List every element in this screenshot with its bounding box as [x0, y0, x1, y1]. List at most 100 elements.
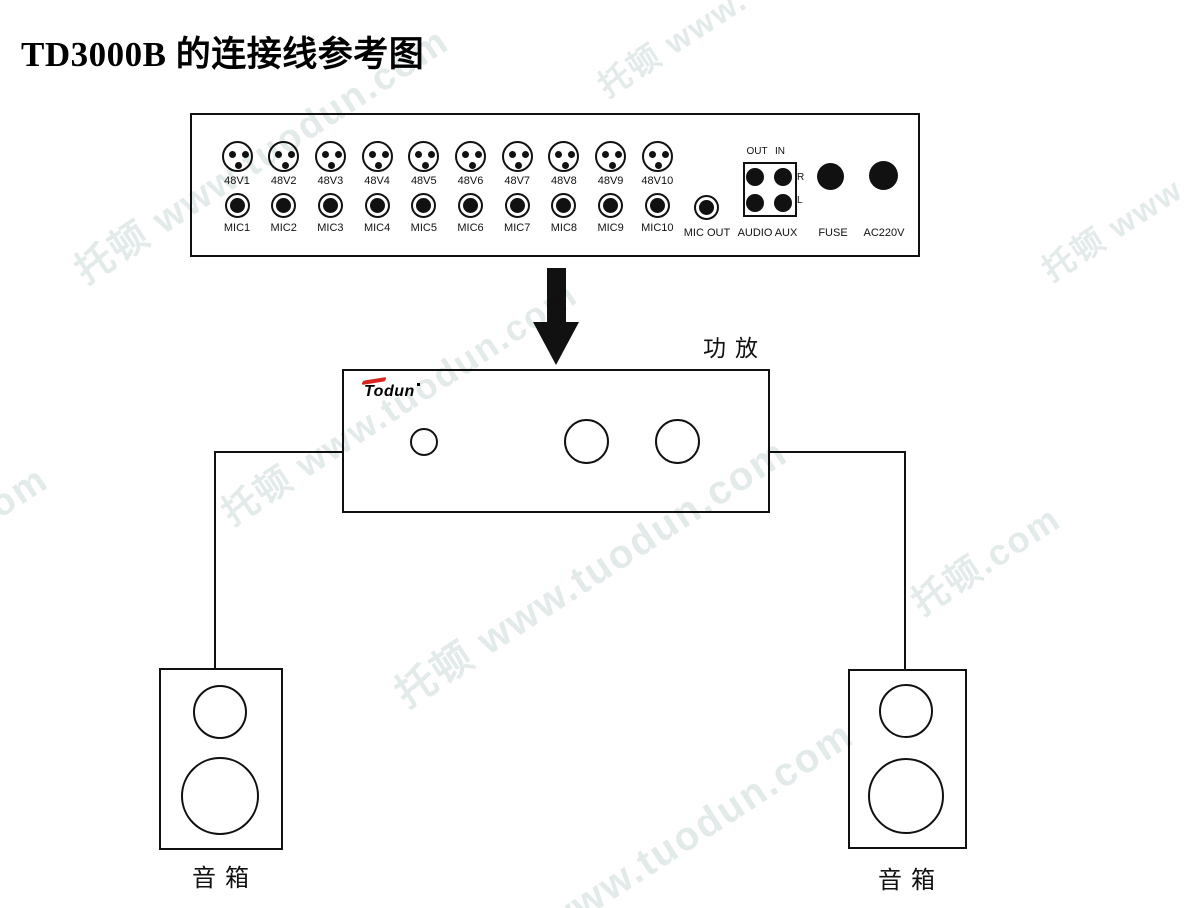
volume-knob-icon [564, 419, 609, 464]
right-speaker-label: 音箱 [878, 867, 944, 894]
xlr-connector-icon [455, 141, 486, 172]
rca-in-label: IN [775, 146, 785, 157]
mic-out-label: MIC OUT [683, 227, 731, 239]
tweeter-icon [879, 684, 933, 738]
mic-label: MIC6 [457, 222, 484, 234]
xlr-pin-icon [375, 161, 383, 169]
rca-out-label: OUT [746, 146, 768, 157]
xlr-pin-icon [228, 151, 236, 158]
brand-trademark-icon [417, 383, 420, 386]
xlr-connector-icon [221, 141, 253, 172]
xlr-connector-icon [501, 141, 533, 172]
mic-label: MIC3 [317, 222, 344, 234]
mic-label: MIC8 [550, 222, 578, 234]
right-speaker [848, 669, 967, 849]
watermark-text: 托顿 www [1035, 170, 1190, 289]
xlr-pin-icon [515, 161, 523, 169]
mic-jack-dot-icon [509, 198, 525, 213]
mic-jack-icon [551, 193, 577, 218]
xlr-pin-icon [615, 151, 623, 158]
mic-label: MIC2 [270, 222, 297, 234]
small-knob-icon [410, 428, 438, 456]
xlr-pin-icon [508, 151, 516, 158]
xlr-connector-icon [548, 141, 580, 172]
xlr-label: 48V5 [410, 175, 437, 187]
xlr-label: 48V8 [551, 175, 577, 187]
page-title: TD3000B 的连接线参考图 [21, 35, 425, 74]
brand-logo: Todun [361, 376, 434, 407]
xlr-pin-icon [462, 151, 469, 158]
xlr-connector-icon [268, 141, 300, 172]
xlr-label: 48V7 [504, 175, 531, 187]
audio-label: AUDIO [737, 227, 773, 239]
xlr-label: 48V1 [224, 175, 250, 187]
xlr-connector-icon [361, 141, 393, 172]
xlr-connector-icon [641, 141, 673, 172]
mic-jack-icon [271, 193, 297, 218]
mic-jack-dot-icon [369, 198, 385, 213]
left-wire-vertical [214, 451, 216, 669]
xlr-label: 48V6 [457, 175, 484, 187]
power-inlet-icon [869, 161, 898, 190]
rca-out-r-icon [746, 168, 764, 186]
mic-jack-icon [598, 193, 624, 218]
xlr-pin-icon [602, 151, 610, 158]
mic-out-jack-icon [694, 195, 719, 220]
xlr-connector-icon [408, 141, 440, 172]
xlr-pin-icon [321, 151, 329, 158]
xlr-connector-icon [595, 141, 627, 172]
mic-jack-icon [411, 193, 437, 218]
xlr-pin-icon [648, 151, 656, 158]
mic-label: MIC5 [410, 222, 437, 234]
amplifier-label: 功放 [703, 335, 767, 361]
power-label: AC220V [863, 227, 905, 239]
rca-in-r-icon [774, 168, 792, 186]
xlr-pin-icon [468, 161, 476, 169]
mic-jack-icon [504, 193, 530, 218]
mic-jack-dot-icon [603, 198, 619, 213]
watermark-text: www.tuodun.com [0, 458, 56, 681]
xlr-pin-icon [421, 161, 429, 169]
brand-name: Todun [364, 383, 415, 400]
xlr-pin-icon [608, 161, 616, 169]
xlr-label: 48V2 [270, 175, 297, 187]
fuse-label: FUSE [818, 227, 848, 239]
xlr-pin-icon [368, 151, 376, 158]
xlr-connector-icon [314, 141, 346, 172]
xlr-pin-icon [381, 151, 389, 158]
mic-label: MIC1 [223, 222, 251, 234]
tweeter-icon [193, 685, 247, 739]
xlr-pin-icon [281, 161, 289, 169]
mic-jack-dot-icon [556, 198, 572, 213]
left-speaker [159, 668, 283, 850]
xlr-pin-icon [288, 151, 296, 158]
mic-jack-dot-icon [322, 198, 338, 213]
mic-jack-dot-icon [416, 198, 432, 213]
watermark-text: 托顿 www.tuodun.com [453, 712, 862, 908]
rca-right-channel-label: R [797, 172, 805, 183]
right-wire-vertical [904, 451, 906, 670]
watermark-text: 托顿.com [904, 497, 1068, 624]
mic-jack-dot-icon [276, 198, 292, 213]
xlr-pin-icon [235, 161, 242, 169]
amplifier: Todun [342, 369, 770, 513]
xlr-pin-icon [428, 151, 436, 158]
mic-label: MIC4 [363, 222, 391, 234]
rca-in-l-icon [774, 194, 792, 212]
woofer-icon [181, 757, 259, 835]
xlr-label: 48V9 [597, 175, 624, 187]
fuse-icon [817, 163, 844, 190]
xlr-pin-icon [415, 151, 423, 158]
mic-jack-icon [224, 193, 250, 218]
